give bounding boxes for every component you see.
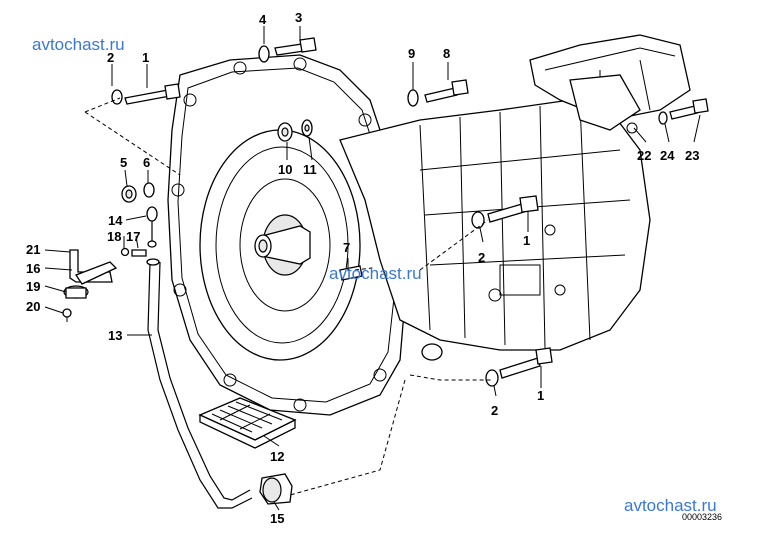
bolt-3 xyxy=(258,37,317,63)
callout-1: 1 xyxy=(523,233,530,248)
rear-mount-bracket xyxy=(529,34,691,134)
callout-16: 16 xyxy=(26,261,40,276)
callout-4: 4 xyxy=(259,12,267,27)
callout-13: 13 xyxy=(108,328,122,343)
reference-lines xyxy=(84,97,492,496)
callout-15: 15 xyxy=(270,511,284,526)
callout-11: 11 xyxy=(303,162,317,177)
transmission-case xyxy=(339,99,651,361)
callout-8: 8 xyxy=(443,46,450,61)
callout-22: 22 xyxy=(637,148,651,163)
bolt-8 xyxy=(407,79,469,107)
callout-14: 14 xyxy=(108,213,123,228)
callout-20: 20 xyxy=(26,299,40,314)
torque-converter xyxy=(199,129,361,361)
bolt-mid-right xyxy=(471,195,539,229)
oil-line xyxy=(146,258,293,509)
callout-2: 2 xyxy=(491,403,498,418)
callouts: 2 1 4 3 9 8 5 6 10 11 14 18 17 21 16 19 … xyxy=(26,10,699,526)
callout-2: 2 xyxy=(478,250,485,265)
callout-12: 12 xyxy=(270,449,284,464)
watermark-top-left: avtochast.ru xyxy=(32,35,125,54)
callout-17: 17 xyxy=(126,229,140,244)
nut-washer-10-11 xyxy=(277,119,313,142)
callout-3: 3 xyxy=(295,10,302,25)
bolt-23 xyxy=(658,98,709,125)
callout-6: 6 xyxy=(143,155,150,170)
callout-7: 7 xyxy=(343,240,350,255)
bolt-lower-right xyxy=(485,347,553,387)
oil-filter xyxy=(198,397,297,449)
bolt-top-left xyxy=(111,83,181,105)
callout-10: 10 xyxy=(278,162,292,177)
callout-9: 9 xyxy=(408,46,415,61)
watermark-bottom-right: avtochast.ru xyxy=(624,496,717,515)
drawing-code: 00003236 xyxy=(682,512,722,522)
callout-19: 19 xyxy=(26,279,40,294)
callout-23: 23 xyxy=(685,148,699,163)
nut-washer-5-6 xyxy=(121,182,155,203)
clamp-bracket xyxy=(62,249,118,322)
watermark-center: avtochast.ru xyxy=(329,264,422,283)
callout-1: 1 xyxy=(142,50,149,65)
callout-18: 18 xyxy=(107,229,121,244)
banjo-hardware xyxy=(120,206,158,257)
callout-1: 1 xyxy=(537,388,544,403)
callout-21: 21 xyxy=(26,242,40,257)
leader-lines xyxy=(44,26,701,511)
callout-5: 5 xyxy=(120,155,127,170)
callout-2: 2 xyxy=(107,50,114,65)
callout-24: 24 xyxy=(660,148,675,163)
